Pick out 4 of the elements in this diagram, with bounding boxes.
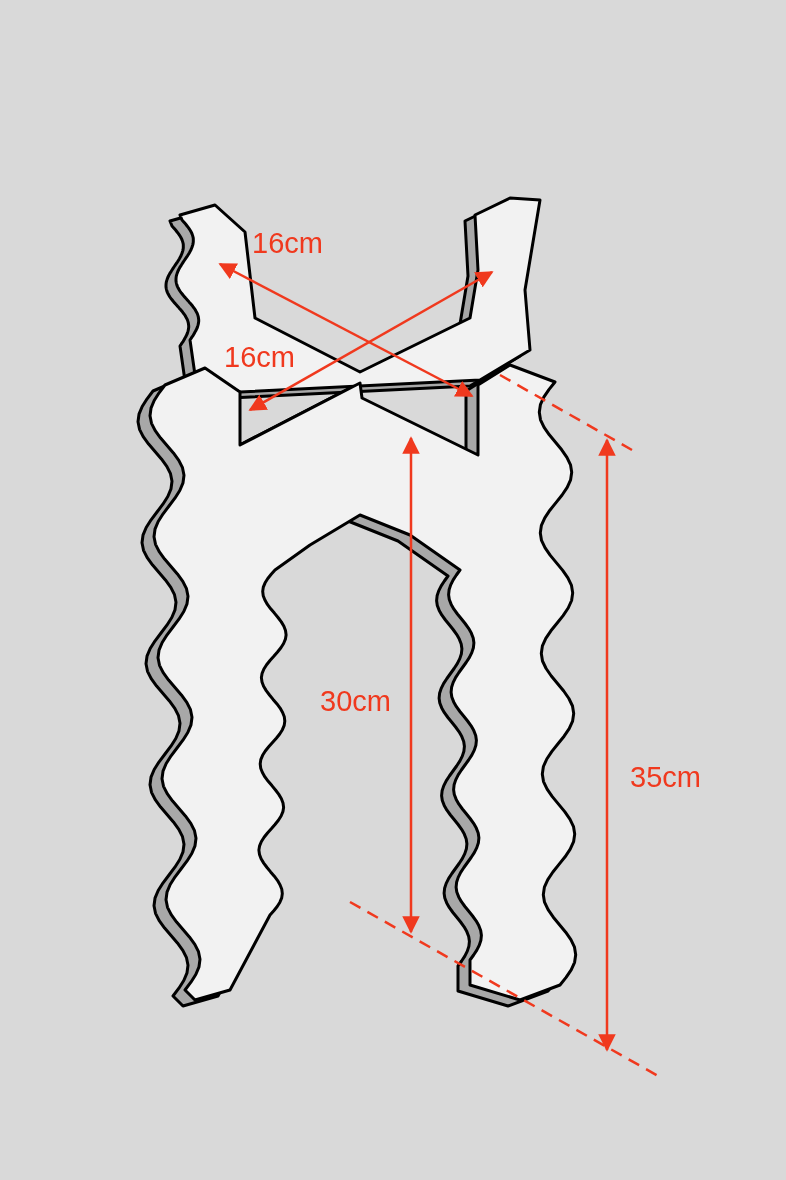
dimension-label: 35cm xyxy=(630,763,701,792)
dimension-label: 16cm xyxy=(224,343,295,372)
dimension-label: 16cm xyxy=(252,229,323,258)
dimension-label: 30cm xyxy=(320,687,391,716)
